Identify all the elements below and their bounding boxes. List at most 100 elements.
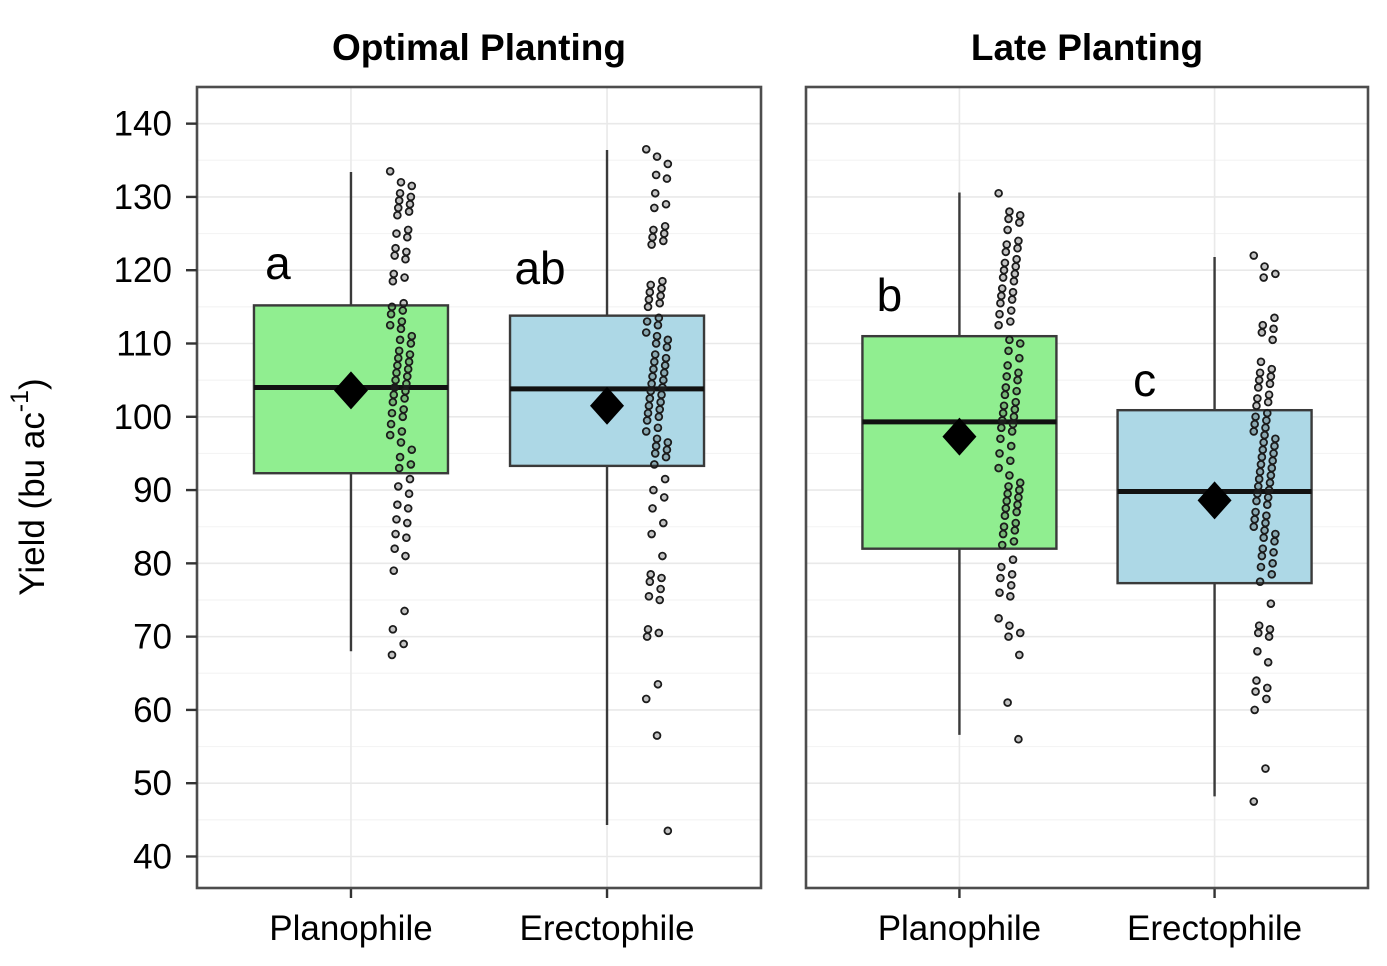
data-point xyxy=(404,489,414,499)
data-point xyxy=(392,515,401,524)
data-point xyxy=(661,452,671,462)
jitter-points-planophile xyxy=(385,166,417,660)
data-point xyxy=(1255,577,1265,586)
data-point xyxy=(1004,214,1013,224)
y-tick-label: 140 xyxy=(114,105,172,144)
data-point xyxy=(1262,408,1272,418)
data-point xyxy=(998,273,1008,282)
significance-letter: b xyxy=(877,269,903,321)
y-tick-label: 110 xyxy=(116,324,172,363)
data-point xyxy=(1270,537,1279,546)
data-point xyxy=(1264,485,1274,495)
data-point xyxy=(1015,628,1025,638)
data-point xyxy=(650,449,660,458)
data-point xyxy=(393,500,402,510)
data-point xyxy=(1007,427,1017,436)
data-point xyxy=(1015,210,1025,220)
data-point xyxy=(660,361,670,370)
data-point xyxy=(662,174,672,183)
y-tick-label: 120 xyxy=(114,251,172,290)
data-point xyxy=(1014,368,1023,378)
data-point xyxy=(1266,372,1276,381)
data-point xyxy=(997,423,1006,433)
data-point xyxy=(396,324,406,334)
data-point xyxy=(399,298,408,308)
data-point xyxy=(1005,335,1014,345)
data-point xyxy=(1265,625,1275,634)
data-point xyxy=(641,694,651,704)
data-point xyxy=(1250,515,1259,524)
jitter-points-erectophile xyxy=(1249,251,1280,806)
data-point xyxy=(648,372,657,381)
data-point xyxy=(1003,698,1012,707)
data-point xyxy=(1269,449,1278,458)
data-point xyxy=(1000,390,1010,400)
boxplot-planophile: b xyxy=(861,188,1058,744)
data-point xyxy=(1015,339,1025,348)
data-point xyxy=(660,221,670,231)
significance-letter: ab xyxy=(514,242,565,294)
data-point xyxy=(402,379,411,389)
data-point xyxy=(641,144,651,154)
data-point xyxy=(647,529,656,539)
boxplot-erectophile: c xyxy=(1116,251,1313,806)
data-point xyxy=(1012,507,1021,517)
data-point xyxy=(647,240,656,249)
data-point xyxy=(646,386,656,396)
data-point xyxy=(1267,570,1277,579)
data-point xyxy=(1015,478,1025,488)
data-point xyxy=(652,152,662,161)
data-point xyxy=(1013,375,1022,385)
y-tick-label: 90 xyxy=(133,471,172,510)
data-point xyxy=(644,401,654,411)
data-point xyxy=(642,416,652,425)
data-point xyxy=(1270,441,1279,451)
data-point xyxy=(1015,218,1024,227)
data-point xyxy=(391,243,400,253)
data-point xyxy=(1256,357,1266,367)
data-point xyxy=(998,408,1008,418)
data-point xyxy=(1002,496,1012,506)
data-point xyxy=(395,335,405,345)
data-point xyxy=(643,625,653,634)
data-point xyxy=(398,412,408,422)
data-point xyxy=(647,379,656,389)
data-point xyxy=(656,397,665,407)
data-point xyxy=(1261,423,1270,433)
data-point xyxy=(642,317,652,326)
boxplot-erectophile: ab xyxy=(508,144,706,836)
data-point xyxy=(1252,676,1261,685)
data-point xyxy=(402,533,411,542)
data-point xyxy=(1011,262,1021,271)
data-point xyxy=(1262,694,1271,704)
data-point xyxy=(1250,705,1259,715)
data-point xyxy=(659,375,668,385)
data-point xyxy=(390,383,399,392)
data-point xyxy=(403,504,413,513)
data-point xyxy=(1005,207,1014,216)
data-point xyxy=(651,170,661,180)
data-point xyxy=(645,394,655,403)
data-point xyxy=(1003,489,1012,499)
data-point xyxy=(997,416,1007,425)
data-point xyxy=(406,192,416,202)
data-point xyxy=(400,273,409,282)
data-point xyxy=(407,331,417,341)
data-point xyxy=(396,177,406,187)
data-point xyxy=(404,357,414,367)
data-point xyxy=(656,584,665,594)
data-point xyxy=(1014,236,1023,246)
data-point xyxy=(659,518,668,528)
data-point xyxy=(407,445,417,455)
data-point xyxy=(1267,463,1277,473)
data-point xyxy=(399,639,408,649)
data-point xyxy=(646,280,656,290)
data-point xyxy=(1262,500,1272,510)
data-point xyxy=(1253,646,1262,656)
data-point xyxy=(657,284,666,293)
data-point xyxy=(1255,368,1265,378)
y-axis-title-superscript: -1 xyxy=(6,390,34,412)
data-point xyxy=(1009,412,1019,422)
data-point xyxy=(393,210,402,220)
